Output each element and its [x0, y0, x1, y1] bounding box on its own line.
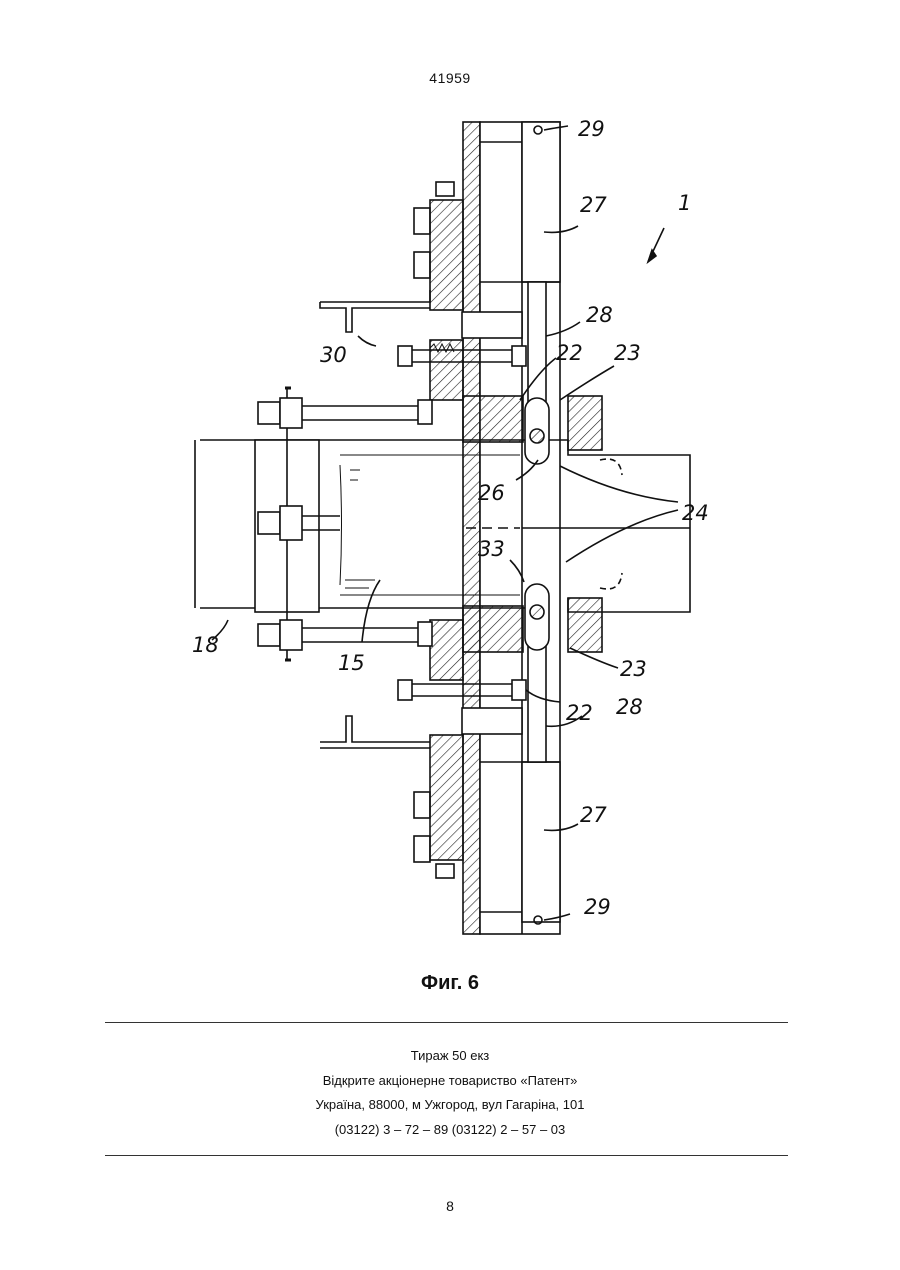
- label-1: 1: [678, 191, 691, 215]
- label-23-top: 23: [614, 341, 641, 365]
- imprint-address: Україна, 88000, м Ужгород, вул Гагаріна,…: [0, 1093, 900, 1118]
- label-27-top: 27: [580, 193, 607, 217]
- label-30: 30: [320, 343, 347, 367]
- imprint-phone: (03122) 3 – 72 – 89 (03122) 2 – 57 – 03: [0, 1118, 900, 1143]
- label-24: 24: [682, 501, 709, 525]
- cylinder-top: [522, 122, 560, 282]
- imprint-block: Тираж 50 екз Відкрите акціонерне товарис…: [0, 1044, 900, 1142]
- label-23-bottom: 23: [620, 657, 647, 681]
- rod-bottom: [528, 640, 546, 762]
- label-27-bottom: 27: [580, 803, 607, 827]
- page-number: 8: [0, 1198, 900, 1214]
- label-18: 18: [192, 633, 219, 657]
- label-26: 26: [478, 481, 505, 505]
- imprint-publisher: Відкрите акціонерне товариство «Патент»: [0, 1069, 900, 1094]
- jaw-top: [463, 396, 523, 442]
- label-29-top: 29: [578, 117, 605, 141]
- label-29-bottom: 29: [584, 895, 611, 919]
- figure-caption: Фиг. 6: [0, 972, 900, 995]
- divider-bottom: [105, 1155, 788, 1156]
- label-22-bottom: 22: [566, 701, 593, 725]
- label-28-bottom: 28: [616, 695, 643, 719]
- label-33: 33: [478, 537, 505, 561]
- jaw-bottom: [463, 606, 523, 652]
- divider-top: [105, 1022, 788, 1023]
- label-15: 15: [338, 651, 365, 675]
- cylinder-bottom: [522, 762, 560, 922]
- label-22-top: 22: [556, 341, 583, 365]
- label-28-top: 28: [586, 303, 613, 327]
- imprint-circulation: Тираж 50 екз: [0, 1044, 900, 1069]
